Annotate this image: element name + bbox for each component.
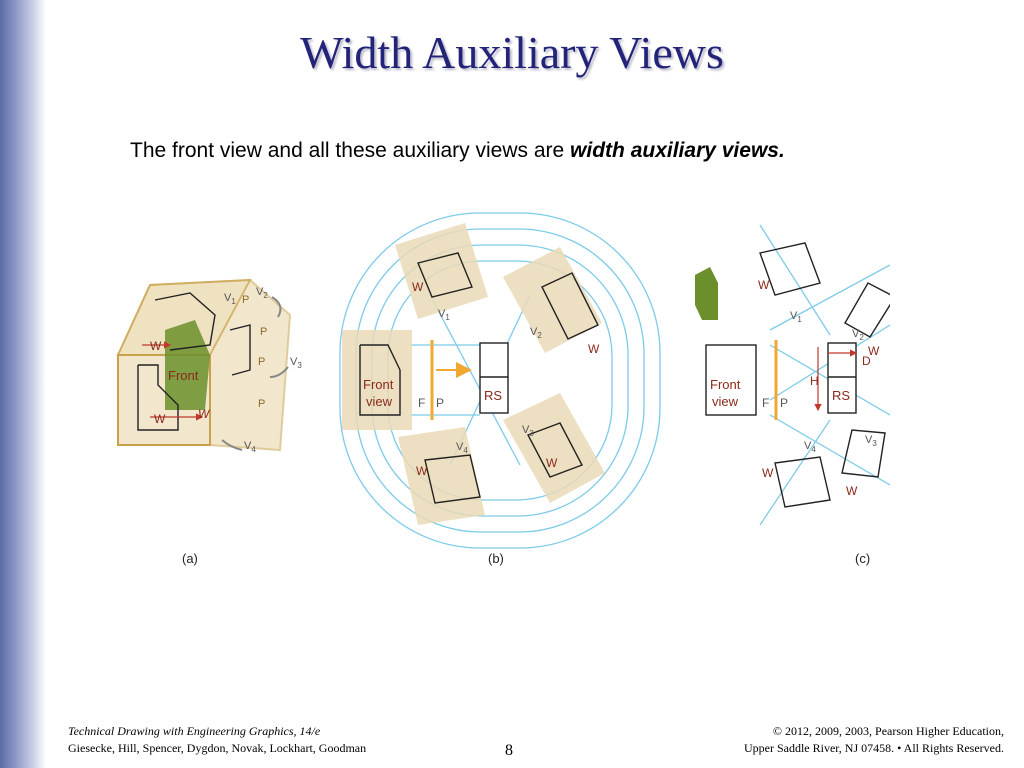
rs-box-b — [479, 342, 509, 414]
label-v3-c: V3 — [865, 434, 877, 448]
label-rs-b: RS — [484, 388, 502, 403]
caption-a: (a) — [182, 551, 198, 566]
panel-a: Front W W W P P P P V1 V2 V3 V4 (a) — [116, 278, 302, 566]
label-p-c: P — [780, 396, 788, 410]
label-v4: V4 — [244, 440, 256, 454]
view-v4-c — [774, 456, 831, 508]
rotation-arrow-v4 — [221, 439, 243, 451]
label-v2-b: V2 — [530, 326, 542, 340]
plane-v3-b — [503, 393, 605, 503]
footer-copyright-line: © 2012, 2009, 2003, Pearson Higher Educa… — [772, 724, 1004, 738]
body-text-plain: The front view and all these auxiliary v… — [130, 139, 571, 162]
label-v1-b: V1 — [438, 308, 450, 322]
front-view-b — [359, 344, 401, 416]
label-w-v4-c: W — [762, 466, 774, 480]
front-plane — [117, 354, 211, 446]
view-v1-c — [759, 242, 821, 296]
label-h-c: H — [810, 374, 819, 388]
caption-c: (c) — [855, 551, 870, 566]
label-v4-b: V4 — [456, 441, 468, 455]
label-p-b: P — [436, 396, 444, 410]
label-w-2: W — [154, 412, 166, 426]
label-p-3: P — [258, 356, 265, 368]
label-w-1: W — [150, 339, 162, 353]
view-v1-b — [417, 252, 473, 298]
view-v3-b — [527, 422, 583, 478]
label-v2-c: V2 — [852, 328, 864, 342]
rotation-arrow-v3 — [269, 366, 289, 378]
label-front-b1: Front — [363, 377, 394, 392]
panel-c: Front view F P RS H D V1 W W V2 V3 W V4 … — [695, 224, 890, 566]
label-w-v3-b: W — [546, 456, 558, 470]
body-text-emphasis: width auxiliary views. — [570, 139, 785, 162]
footer-copyright: © 2012, 2009, 2003, Pearson Higher Educa… — [744, 723, 1004, 757]
label-v4-c: V4 — [804, 440, 816, 454]
label-f-b: F — [418, 396, 425, 410]
label-w-v1-b: W — [412, 280, 424, 294]
label-v3-b: V3 — [522, 424, 534, 438]
green-solid-c — [695, 267, 718, 320]
label-w-v2-b: W — [588, 342, 600, 356]
label-rs-c: RS — [832, 388, 850, 403]
footer-authors: Giesecke, Hill, Spencer, Dygdon, Novak, … — [68, 741, 367, 755]
label-front-c1: Front — [710, 377, 741, 392]
front-plane-c — [705, 344, 757, 416]
view-v4-b — [424, 454, 481, 504]
label-front-c2: view — [712, 394, 739, 409]
label-p-4: P — [258, 398, 265, 410]
width-auxiliary-views-figure: Front W W W P P P P V1 V2 V3 V4 (a) Fron… — [116, 212, 890, 566]
view-v2-c — [844, 282, 890, 338]
label-p-2: P — [260, 326, 267, 338]
rotation-arrow-v2 — [271, 296, 282, 318]
label-d-c: D — [862, 354, 871, 368]
label-w-v3-c: W — [846, 484, 858, 498]
label-w-v4-b: W — [416, 464, 428, 478]
plane-v4-b — [398, 427, 485, 525]
label-v3: V3 — [290, 356, 302, 370]
object-outline-3 — [229, 324, 251, 376]
plane-v1-b — [395, 223, 488, 319]
view-v2-b — [541, 272, 599, 340]
body-text: The front view and all these auxiliary v… — [130, 136, 870, 166]
label-front-b2: view — [366, 394, 393, 409]
label-w-3: W — [198, 407, 211, 421]
label-p-1: P — [242, 294, 249, 306]
plane-v2-b — [503, 247, 602, 353]
slide-title: Width Auxiliary Views — [300, 27, 724, 78]
page-number: 8 — [505, 742, 513, 759]
object-outline-2 — [154, 292, 216, 351]
label-v2: V2 — [256, 286, 268, 300]
label-v1-c: V1 — [790, 310, 802, 324]
object-outline — [137, 364, 179, 431]
label-f-c: F — [762, 396, 769, 410]
green-solid — [165, 320, 210, 410]
sidebar-gradient — [0, 0, 46, 768]
label-w-v2-c: W — [868, 344, 880, 358]
caption-b: (b) — [488, 551, 504, 566]
view-v3-c — [841, 429, 886, 478]
footer-citation: Technical Drawing with Engineering Graph… — [68, 723, 366, 757]
label-front: Front — [168, 368, 199, 383]
panel-b: Front view F P RS V1 W V2 W V3 W V4 W (b… — [339, 212, 661, 566]
footer-address-line: Upper Saddle River, NJ 07458. • All Righ… — [743, 741, 1004, 755]
footer-book-title: Technical Drawing with Engineering Graph… — [68, 724, 321, 738]
label-w-v1-c: W — [758, 278, 770, 292]
label-v1: V1 — [224, 292, 236, 306]
